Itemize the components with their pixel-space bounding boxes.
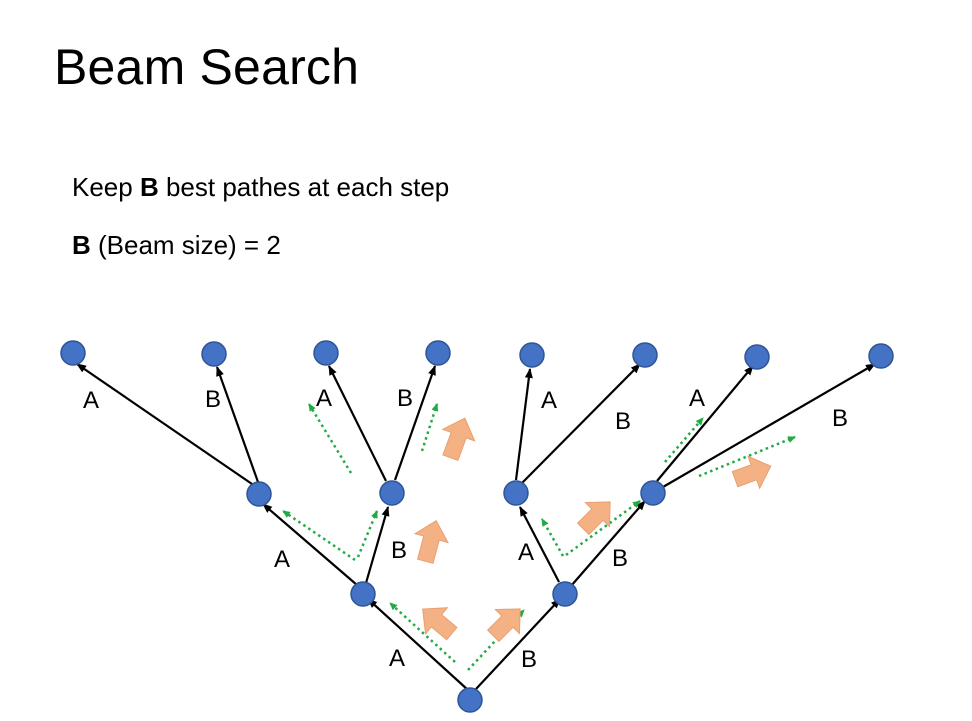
search-arrow-mid-right xyxy=(540,518,565,557)
node-leaf-2 xyxy=(201,341,227,367)
beam-size-symbol: B xyxy=(72,230,91,260)
search-arrows xyxy=(282,403,796,671)
beam-arrow-mid-left-b xyxy=(413,519,449,564)
edge-l1-left-a xyxy=(262,503,358,586)
label-leaf3-a: A xyxy=(541,387,557,414)
node-level2-bb xyxy=(640,480,666,506)
node-leaf-6 xyxy=(632,342,658,368)
rule-suffix: best pathes at each step xyxy=(158,172,450,202)
beam-size-text: B (Beam size) = 2 xyxy=(72,232,281,258)
rule-prefix: Keep xyxy=(72,172,140,202)
slide-title: Beam Search xyxy=(54,39,360,95)
edge-labels: A B A B A B A B A B A B A B xyxy=(83,385,848,673)
label-l1-right-a: A xyxy=(518,539,534,566)
search-arrow-top-right-b xyxy=(698,435,796,478)
beam-rule-text: Keep B best pathes at each step xyxy=(72,174,449,200)
label-leaf3-b: B xyxy=(615,408,631,435)
node-level1-a xyxy=(350,581,376,607)
edge-root-b xyxy=(475,598,561,690)
label-leaf2-a: A xyxy=(316,385,332,412)
node-level1-b xyxy=(552,581,578,607)
edge-leaf1-a xyxy=(76,363,253,485)
node-root xyxy=(457,687,483,713)
edge-leaf1-b xyxy=(215,366,260,483)
edge-leaf2-a xyxy=(328,365,387,482)
node-level2-aa xyxy=(246,481,272,507)
label-leaf1-b: B xyxy=(205,386,221,413)
node-leaf-3 xyxy=(313,340,339,366)
label-l1-left-b: B xyxy=(391,537,407,564)
label-leaf4-a: A xyxy=(689,385,705,412)
node-leaf-8 xyxy=(868,343,894,369)
edge-l1-left-b xyxy=(364,506,390,584)
tree-nodes xyxy=(60,340,894,713)
beam-arrow-root-a xyxy=(422,607,458,641)
beam-size-value: (Beam size) = 2 xyxy=(90,230,281,260)
search-arrow-root xyxy=(389,602,456,663)
edge-leaf3-b xyxy=(521,363,641,484)
edge-leaf2-b xyxy=(393,365,437,481)
label-root-a: A xyxy=(389,645,405,672)
label-root-b: B xyxy=(521,646,537,673)
node-leaf-1 xyxy=(60,340,86,366)
label-leaf2-b: B xyxy=(397,385,413,412)
tree-edges xyxy=(76,363,876,691)
node-level2-ab xyxy=(379,480,405,506)
node-leaf-7 xyxy=(744,344,770,370)
edge-l1-right-a xyxy=(519,506,560,583)
label-leaf4-b: B xyxy=(832,405,848,432)
label-l1-right-b: B xyxy=(612,545,628,572)
beam-arrow-mid-right-b xyxy=(576,501,611,536)
beam-arrow-top-left-b xyxy=(441,417,476,462)
search-arrow-mid-left xyxy=(282,509,356,562)
node-leaf-4 xyxy=(425,340,451,366)
beam-arrow-top-right-b xyxy=(731,455,772,490)
node-level2-ba xyxy=(503,480,529,506)
edge-leaf4-b xyxy=(662,363,876,488)
beam-arrows xyxy=(413,417,772,643)
search-arrow-top-right-a xyxy=(664,417,704,463)
label-leaf1-a: A xyxy=(83,387,99,414)
rule-beam-symbol: B xyxy=(139,172,159,202)
edge-leaf4-a xyxy=(656,365,754,482)
label-l1-left-a: A xyxy=(274,546,290,573)
node-leaf-5 xyxy=(519,342,545,368)
search-arrow-mid-left-up xyxy=(356,510,379,558)
edge-root-a xyxy=(367,598,469,691)
edge-leaf3-a xyxy=(514,368,533,481)
beam-arrow-root-b xyxy=(486,608,521,643)
search-arrow-top-left xyxy=(307,403,353,474)
edge-l1-right-b xyxy=(570,500,646,587)
search-arrow-top-left-b xyxy=(420,403,439,452)
